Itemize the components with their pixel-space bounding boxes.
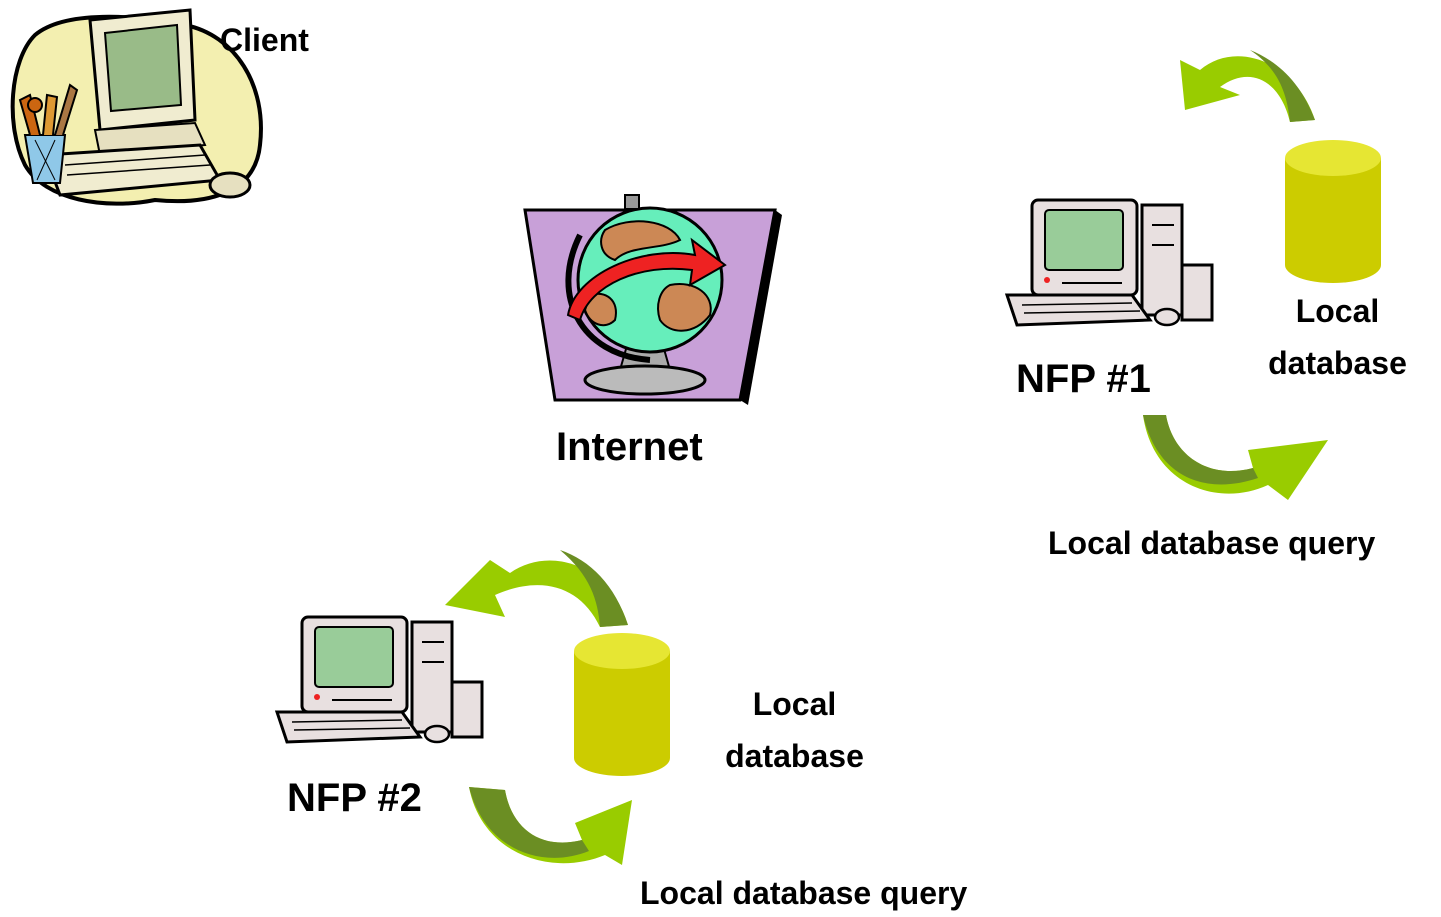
- nfp1-query-label: Local database query: [1048, 525, 1376, 561]
- nfp2-computer-icon: [274, 615, 484, 744]
- nfp1-top-loop-arrow-icon: [1180, 50, 1315, 122]
- internet-globe-icon: [523, 194, 782, 405]
- nfp2-label: NFP #2: [287, 776, 422, 820]
- nfp2-query-label: Local database query: [640, 875, 968, 911]
- nfp1-database-icon: [1285, 140, 1381, 283]
- nfp2-database-label: Local database: [725, 686, 864, 774]
- nfp1-bottom-loop-arrow-icon: [1143, 415, 1328, 500]
- nfp2-top-loop-arrow-icon: [445, 550, 628, 627]
- nfp1-database-label: Local database: [1268, 293, 1407, 381]
- client-label: Client: [220, 22, 309, 58]
- nfp2-database-icon: [574, 633, 670, 776]
- internet-label: Internet: [556, 425, 703, 469]
- client-computer-icon: [10, 8, 263, 206]
- nfp1-computer-icon: [1004, 198, 1214, 327]
- nfp1-label: NFP #1: [1016, 357, 1151, 401]
- nfp2-bottom-loop-arrow-icon: [469, 787, 632, 865]
